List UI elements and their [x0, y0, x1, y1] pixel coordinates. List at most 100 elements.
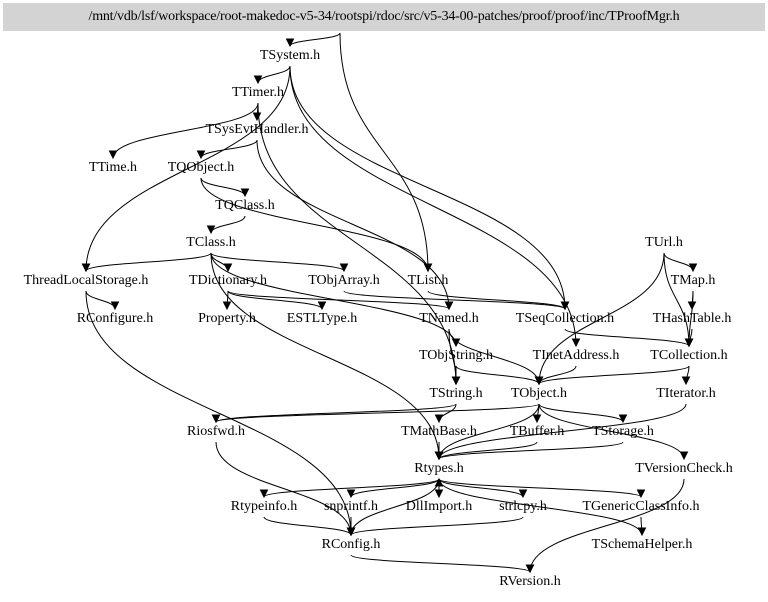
- edge-TObject-to-TStorage: [538, 403, 624, 423]
- node-tobject[interactable]: TObject.h: [510, 386, 568, 401]
- edge-TUrl-to-TCollection: [663, 252, 690, 347]
- node-tmathbase[interactable]: TMathBase.h: [401, 424, 477, 439]
- arrowhead-TCollection-to-TIterator: [681, 376, 691, 386]
- node-tstorage[interactable]: TStorage.h: [592, 424, 654, 439]
- edge-TSysEvtHandler-to-TQObject: [200, 139, 258, 159]
- edge-TTimer-to-TTime: [112, 102, 259, 159]
- node-tnamed[interactable]: TNamed.h: [419, 311, 479, 326]
- node-tqclass[interactable]: TQClass.h: [215, 198, 275, 213]
- node-tversioncheck[interactable]: TVersionCheck.h: [635, 461, 733, 476]
- edge-root-to-TList: [339, 32, 429, 272]
- arrowhead-TSchemaHelper-to-Rtypes: [434, 477, 444, 487]
- edge-Rtypes-to-strlcpy: [438, 478, 524, 498]
- arrowhead-Rtypes-to-snprintf: [346, 489, 356, 499]
- node-tclass[interactable]: TClass.h: [186, 235, 236, 250]
- arrowhead-TQObject-to-TList: [423, 263, 433, 273]
- node-rtypeinfo[interactable]: Rtypeinfo.h: [230, 499, 298, 514]
- edge-strlcpy-to-RConfig: [350, 516, 524, 536]
- arrowhead-Rtypes-to-Rtypeinfo: [259, 489, 269, 499]
- arrowhead-RConfig-to-RVersion: [525, 564, 535, 574]
- node-property[interactable]: Property.h: [198, 311, 256, 326]
- node-dllimport[interactable]: DllImport.h: [405, 499, 473, 514]
- node-threadlocalstorage[interactable]: ThreadLocalStorage.h: [23, 273, 149, 288]
- edge-TClass-to-Rtypes: [210, 252, 440, 460]
- arrowhead-TObject-to-TBuffer: [532, 414, 542, 424]
- arrowhead-TList-to-TSeqCollection: [560, 301, 570, 311]
- node-estltype[interactable]: ESTLType.h: [286, 311, 358, 326]
- edge-TUrl-to-TObject: [538, 252, 665, 385]
- node-turl[interactable]: TUrl.h: [645, 235, 683, 250]
- node-tsysevthandler[interactable]: TSysEvtHandler.h: [205, 122, 309, 137]
- arrowhead-ThreadLocalStorage-to-RConfigure: [110, 301, 120, 311]
- node-snprintf[interactable]: snprintf.h: [323, 499, 379, 514]
- edge-TQObject-to-TQClass: [200, 177, 246, 197]
- node-ttime[interactable]: TTime.h: [88, 160, 138, 175]
- edge-TObject-to-Riosfwd: [215, 403, 540, 423]
- node-tinetaddress[interactable]: TInetAddress.h: [532, 348, 620, 363]
- edge-TStorage-to-Rtypes: [438, 441, 624, 460]
- node-tseqcollection[interactable]: TSeqCollection.h: [515, 311, 615, 326]
- arrowhead-TClass-to-ThreadLocalStorage: [81, 263, 91, 273]
- arrowhead-TString-to-TMathBase: [434, 414, 444, 424]
- node-tlist[interactable]: TList.h: [407, 273, 449, 288]
- edge-TSystem-to-TSeqCollection: [289, 65, 566, 310]
- edge-TUrl-to-TMap: [663, 252, 694, 272]
- node-tmap[interactable]: TMap.h: [670, 273, 716, 288]
- edge-TQObject-to-TList: [200, 177, 429, 272]
- edge-TClass-to-TObjArray: [210, 252, 345, 272]
- arrowhead-TDictionary-to-ESTLType: [317, 301, 327, 311]
- node-tdictionary[interactable]: TDictionary.h: [188, 273, 268, 288]
- node-tobjstring[interactable]: TObjString.h: [418, 348, 494, 363]
- edge-TVersionCheck-to-RVersion: [529, 478, 685, 573]
- node-tqobject[interactable]: TQObject.h: [167, 160, 235, 175]
- arrowhead-TObject-to-TVersionCheck: [679, 451, 689, 461]
- edge-TNamed-to-TObject: [448, 328, 540, 385]
- edge-TSeqCollection-to-TCollection: [564, 328, 690, 347]
- node-tcollection[interactable]: TCollection.h: [650, 348, 728, 363]
- arrowhead-strlcpy-to-RConfig: [346, 527, 356, 537]
- node-tsystem[interactable]: TSystem.h: [259, 48, 321, 63]
- edge-TSysEvtHandler-to-TNamed: [256, 139, 450, 310]
- arrowhead-TTimer-to-TTime: [108, 150, 118, 160]
- node-ttimer[interactable]: TTimer.h: [232, 85, 284, 100]
- node-tgenericclassinfo[interactable]: TGenericClassInfo.h: [582, 499, 700, 514]
- arrowhead-TStorage-to-Rtypes: [434, 451, 444, 461]
- edge-Rtypes-to-snprintf: [350, 478, 440, 498]
- arrowhead-TQClass-to-TClass: [206, 225, 216, 235]
- edge-TClass-to-ThreadLocalStorage: [85, 252, 212, 272]
- edge-RConfig-to-RVersion: [350, 554, 531, 573]
- arrowhead-TClass-to-TObjArray: [339, 263, 349, 273]
- arrowhead-TDictionary-to-TNamed: [444, 301, 454, 311]
- edge-TClass-to-TDictionary: [210, 252, 229, 272]
- node-rconfig[interactable]: RConfig.h: [321, 537, 381, 552]
- arrowhead-Rtypes-to-DllImport: [434, 489, 444, 499]
- node-thashtable[interactable]: THashTable.h: [652, 311, 732, 326]
- edge-Rtypes-to-Rtypeinfo: [263, 478, 440, 498]
- node-riosfwd[interactable]: Riosfwd.h: [187, 424, 245, 439]
- arrowhead-TSystem-to-TTimer: [253, 75, 263, 85]
- node-tschemahelper[interactable]: TSchemaHelper.h: [591, 537, 693, 552]
- node-tbuffer[interactable]: TBuffer.h: [509, 424, 565, 439]
- arrowhead-TUrl-to-TMap: [688, 263, 698, 273]
- edge-TQClass-to-TClass: [210, 215, 246, 234]
- node-rversion[interactable]: RVersion.h: [499, 574, 561, 589]
- edge-TObjString-to-TObject: [455, 365, 540, 385]
- arrowhead-TSysEvtHandler-to-TQObject: [196, 150, 206, 160]
- node-strlcpy[interactable]: strlcpy.h: [499, 499, 547, 514]
- node-tstring[interactable]: TString.h: [429, 386, 483, 401]
- arrowhead-TObject-to-TStorage: [618, 414, 628, 424]
- arrowhead-TQObject-to-TQClass: [240, 188, 250, 198]
- node-rconfigure[interactable]: RConfigure.h: [76, 311, 154, 326]
- arrowhead-TCollection-to-TObject: [534, 376, 544, 386]
- arrowhead-Rtypes-to-strlcpy: [518, 489, 528, 499]
- edge-TSchemaHelper-to-Rtypes: [438, 478, 643, 536]
- node-tobjarray[interactable]: TObjArray.h: [308, 273, 380, 288]
- node-rtypes[interactable]: Rtypes.h: [414, 461, 464, 476]
- edge-root-to-TSystem: [289, 32, 341, 47]
- edge-TObject-to-Rtypes: [438, 403, 540, 460]
- node-titerator[interactable]: TIterator.h: [656, 386, 716, 401]
- root-node[interactable]: /mnt/vdb/lsf/workspace/root-makedoc-v5-3…: [3, 3, 765, 31]
- arrowhead-TSeqCollection-to-TCollection: [684, 338, 694, 348]
